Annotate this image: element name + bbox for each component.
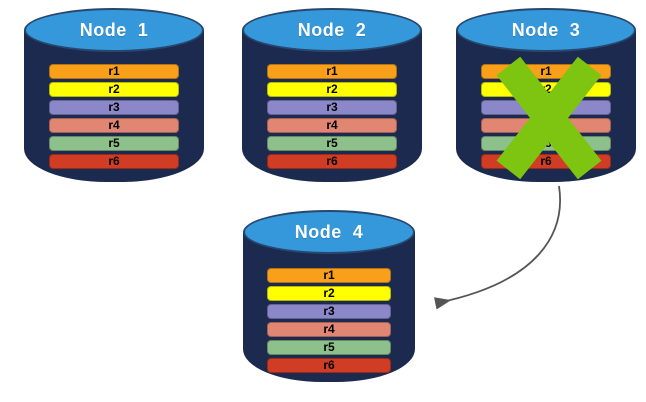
row-bar-r3[interactable]: r3 [481, 100, 611, 115]
row-bar-r3[interactable]: r3 [49, 100, 179, 115]
node-1[interactable]: Node 1 r1 r2 r3 r4 r5 r6 [24, 8, 204, 188]
node-2-cylinder-top [242, 8, 422, 52]
node-3[interactable]: Node 3 r1 r2 r3 r4 r5 r6 [456, 8, 636, 188]
node-3-row-list: r1 r2 r3 r4 r5 r6 [456, 64, 636, 169]
row-bar-r5[interactable]: r5 [267, 340, 391, 355]
node-4-cylinder-top [243, 210, 415, 254]
replication-arrow [433, 185, 561, 310]
row-bar-r2[interactable]: r2 [481, 82, 611, 97]
row-bar-r2[interactable]: r2 [49, 82, 179, 97]
row-bar-r1[interactable]: r1 [481, 64, 611, 79]
row-bar-r1[interactable]: r1 [267, 268, 391, 283]
node-3-cylinder-top [456, 8, 636, 52]
row-bar-r4[interactable]: r4 [49, 118, 179, 133]
row-bar-r1[interactable]: r1 [267, 64, 397, 79]
row-bar-r6[interactable]: r6 [49, 154, 179, 169]
node-3-title: Node 3 [511, 20, 581, 40]
node-4[interactable]: Node 4 r1 r2 r3 r4 r5 r6 [243, 210, 415, 388]
node-2-row-list: r1 r2 r3 r4 r5 r6 [242, 64, 422, 169]
node-2[interactable]: Node 2 r1 r2 r3 r4 r5 r6 [242, 8, 422, 188]
row-bar-r6[interactable]: r6 [481, 154, 611, 169]
row-bar-r5[interactable]: r5 [481, 136, 611, 151]
node-4-row-list: r1 r2 r3 r4 r5 r6 [243, 268, 415, 373]
row-bar-r3[interactable]: r3 [267, 100, 397, 115]
row-bar-r5[interactable]: r5 [267, 136, 397, 151]
node-4-title: Node 4 [294, 222, 364, 242]
row-bar-r4[interactable]: r4 [267, 118, 397, 133]
row-bar-r2[interactable]: r2 [267, 286, 391, 301]
row-bar-r6[interactable]: r6 [267, 154, 397, 169]
row-bar-r2[interactable]: r2 [267, 82, 397, 97]
node-1-row-list: r1 r2 r3 r4 r5 r6 [24, 64, 204, 169]
row-bar-r3[interactable]: r3 [267, 304, 391, 319]
row-bar-r5[interactable]: r5 [49, 136, 179, 151]
row-bar-r1[interactable]: r1 [49, 64, 179, 79]
row-bar-r4[interactable]: r4 [481, 118, 611, 133]
row-bar-r4[interactable]: r4 [267, 322, 391, 337]
row-bar-r6[interactable]: r6 [267, 358, 391, 373]
node-2-title: Node 2 [297, 20, 367, 40]
node-1-title: Node 1 [79, 20, 149, 40]
node-1-cylinder-top [24, 8, 204, 52]
